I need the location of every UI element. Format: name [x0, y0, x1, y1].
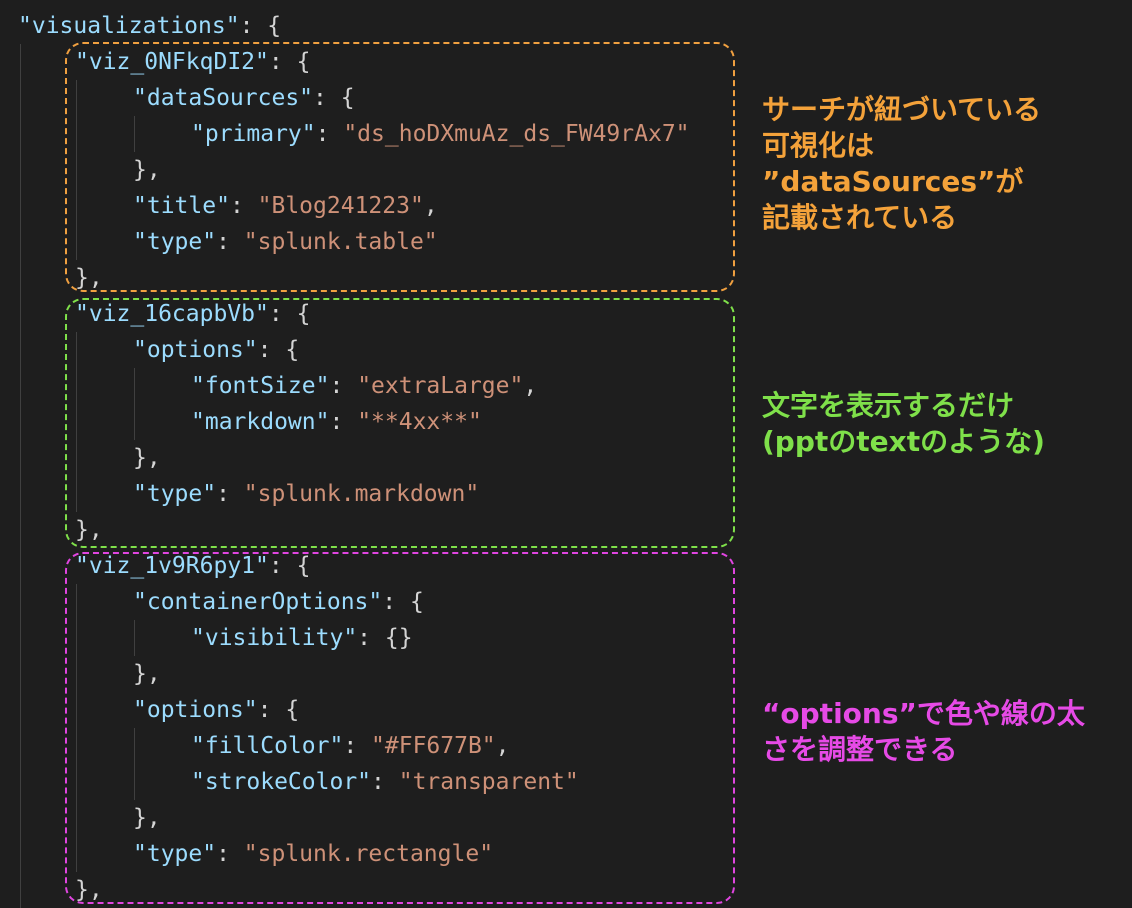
- json-key: "viz_16capbVb": [75, 301, 269, 327]
- json-punct: : {: [268, 49, 311, 75]
- json-punct: ,: [423, 193, 438, 219]
- json-punct: :: [371, 769, 399, 795]
- highlight-box-datasources: [65, 42, 735, 292]
- json-key: "strokeColor": [191, 769, 372, 795]
- json-key: "fontSize": [191, 373, 330, 399]
- code-line[interactable]: "dataSources": {: [133, 80, 355, 116]
- json-punct: },: [133, 445, 161, 471]
- json-key: "type": [133, 841, 217, 867]
- code-line[interactable]: },: [133, 656, 161, 692]
- json-key: "type": [133, 229, 217, 255]
- json-key: "dataSources": [133, 85, 314, 111]
- code-line[interactable]: "visibility": {}: [191, 620, 413, 656]
- json-string: "splunk.table": [243, 229, 438, 255]
- code-line[interactable]: "strokeColor": "transparent": [191, 764, 579, 800]
- code-line[interactable]: "title": "Blog241223",: [133, 188, 438, 224]
- json-key: "primary": [191, 121, 316, 147]
- code-line[interactable]: "viz_0NFkqDI2": {: [75, 44, 310, 80]
- json-punct: :: [216, 229, 244, 255]
- json-punct: ,: [495, 733, 510, 759]
- json-punct: :: [216, 481, 244, 507]
- highlight-box-options: [65, 552, 735, 904]
- indent-guide: [20, 44, 21, 908]
- json-key: "viz_0NFkqDI2": [75, 49, 269, 75]
- code-line[interactable]: "type": "splunk.markdown": [133, 476, 479, 512]
- code-line[interactable]: "type": "splunk.table": [133, 224, 438, 260]
- json-key: "options": [133, 697, 258, 723]
- json-string: "extraLarge": [357, 373, 524, 399]
- code-line[interactable]: },: [133, 152, 161, 188]
- json-punct: :: [343, 733, 372, 759]
- json-string: "splunk.markdown": [243, 481, 480, 507]
- highlight-box-markdown: [65, 298, 735, 548]
- json-punct: :: [216, 841, 244, 867]
- code-line[interactable]: "visualizations": {: [18, 8, 281, 44]
- json-key: "visibility": [191, 625, 358, 651]
- json-key: "fillColor": [191, 733, 344, 759]
- json-punct: : {: [382, 589, 424, 615]
- code-line[interactable]: "containerOptions": {: [133, 584, 424, 620]
- json-punct: : {}: [357, 625, 413, 651]
- indent-guide: [76, 80, 77, 260]
- code-line[interactable]: "type": "splunk.rectangle": [133, 836, 493, 872]
- code-line[interactable]: "viz_1v9R6py1": {: [75, 548, 310, 584]
- indent-guide: [134, 728, 135, 800]
- code-line[interactable]: "primary": "ds_hoDXmuAz_ds_FW49rAx7": [191, 116, 690, 152]
- json-key: "containerOptions": [133, 589, 383, 615]
- json-key: "viz_1v9R6py1": [75, 553, 269, 579]
- json-punct: : {: [268, 553, 311, 579]
- indent-guide: [134, 620, 135, 656]
- code-line[interactable]: "viz_16capbVb": {: [75, 296, 310, 332]
- json-key: "type": [133, 481, 217, 507]
- json-punct: :: [329, 409, 358, 435]
- json-punct: },: [133, 805, 161, 831]
- code-line[interactable]: "options": {: [133, 692, 299, 728]
- annotation-markdown: 文字を表示するだけ (pptのtextのような): [762, 389, 1045, 458]
- json-key: "markdown": [191, 409, 330, 435]
- json-string: "**4xx**": [357, 409, 482, 435]
- json-punct: : {: [257, 337, 300, 363]
- json-punct: :: [329, 373, 358, 399]
- json-key: "title": [133, 193, 230, 219]
- json-key: "visualizations": [18, 13, 240, 39]
- code-line[interactable]: "options": {: [133, 332, 299, 368]
- json-string: "#FF677B": [371, 733, 496, 759]
- code-line[interactable]: "fillColor": "#FF677B",: [191, 728, 510, 764]
- json-punct: :: [229, 193, 258, 219]
- json-punct: : {: [257, 697, 300, 723]
- json-punct: : {: [239, 13, 282, 39]
- json-string: "Blog241223": [257, 193, 424, 219]
- code-line[interactable]: },: [133, 800, 161, 836]
- code-line[interactable]: "markdown": "**4xx**": [191, 404, 482, 440]
- json-key: "options": [133, 337, 258, 363]
- annotation-datasources: サーチが紐づいている 可視化は ”dataSources”が 記載されている: [762, 93, 1042, 234]
- json-punct: },: [133, 661, 161, 687]
- annotation-options: “options”で色や線の太 さを調整できる: [762, 697, 1085, 766]
- json-punct: ,: [523, 373, 538, 399]
- indent-guide: [134, 116, 135, 152]
- code-line[interactable]: "fontSize": "extraLarge",: [191, 368, 537, 404]
- indent-guide: [76, 584, 77, 872]
- json-punct: : {: [313, 85, 355, 111]
- json-punct: : {: [268, 301, 311, 327]
- json-punct: },: [133, 157, 161, 183]
- json-string: "ds_hoDXmuAz_ds_FW49rAx7": [343, 121, 690, 147]
- json-string: "transparent": [398, 769, 579, 795]
- indent-guide: [76, 332, 77, 512]
- code-line[interactable]: },: [133, 440, 161, 476]
- json-punct: :: [315, 121, 344, 147]
- indent-guide: [134, 368, 135, 440]
- json-string: "splunk.rectangle": [243, 841, 494, 867]
